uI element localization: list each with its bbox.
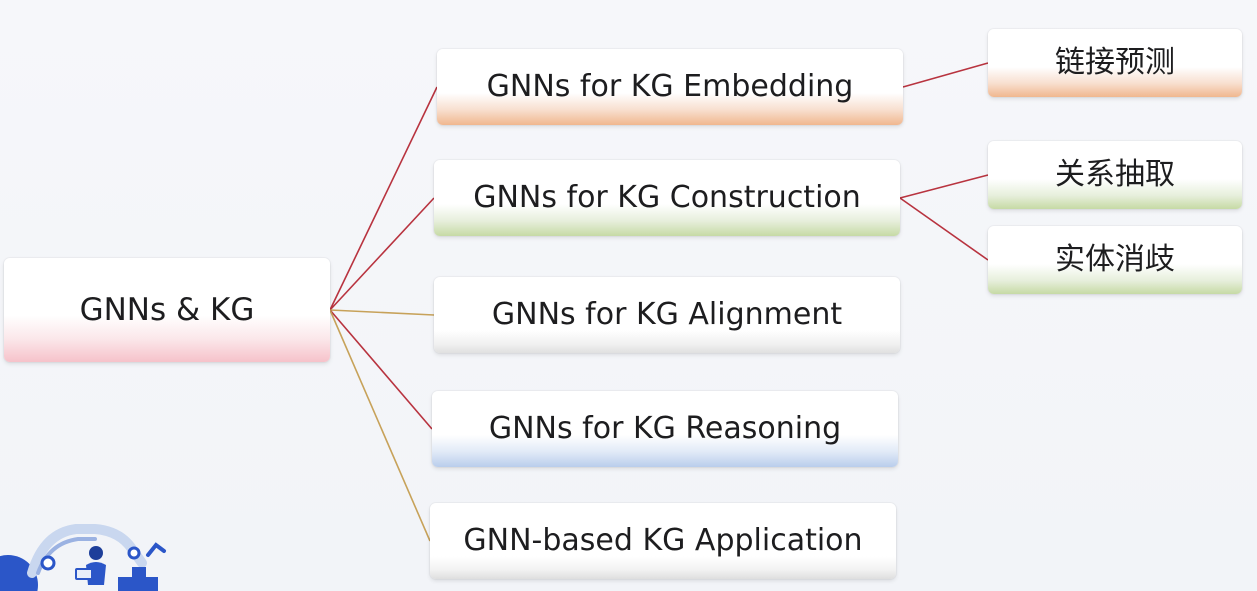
logo-base-neck xyxy=(132,567,146,577)
leaf-node-entity-resolution-label: 实体消歧 xyxy=(1055,242,1175,277)
leaf-node-relation-extraction-label: 关系抽取 xyxy=(1055,157,1175,192)
connector-embedding-link-prediction xyxy=(902,62,989,88)
branch-node-alignment-label: GNNs for KG Alignment xyxy=(491,297,843,332)
connector-root-embedding xyxy=(329,86,438,311)
leaf-node-relation-extraction: 关系抽取 xyxy=(988,141,1242,209)
branch-node-embedding-label: GNNs for KG Embedding xyxy=(486,69,854,104)
logo-gripper xyxy=(146,542,166,557)
logo-joint-2 xyxy=(127,546,141,560)
connector-construction-relation-extraction xyxy=(899,174,989,199)
root-node: GNNs & KG xyxy=(4,258,330,362)
connector-root-reasoning xyxy=(329,309,433,430)
logo-laptop xyxy=(75,568,93,580)
branch-node-application: GNN-based KG Application xyxy=(430,503,896,579)
branch-node-construction-label: GNNs for KG Construction xyxy=(473,180,861,215)
connector-root-application xyxy=(329,309,431,542)
logo-arm-track-inner xyxy=(36,537,97,575)
leaf-node-entity-resolution: 实体消歧 xyxy=(988,226,1242,294)
connector-root-alignment xyxy=(329,309,435,316)
logo-arm-track xyxy=(27,524,147,578)
robot-arm-logo-icon xyxy=(0,524,166,591)
leaf-node-link-prediction: 链接预测 xyxy=(988,29,1242,97)
branch-node-reasoning-label: GNNs for KG Reasoning xyxy=(488,411,842,446)
branch-node-embedding: GNNs for KG Embedding xyxy=(437,49,903,125)
logo-blue-disc xyxy=(0,555,38,591)
branch-node-alignment: GNNs for KG Alignment xyxy=(434,277,900,353)
connector-root-construction xyxy=(329,197,435,311)
branch-node-construction: GNNs for KG Construction xyxy=(434,160,900,236)
root-node-label: GNNs & KG xyxy=(79,291,255,328)
connector-construction-entity-resolution xyxy=(899,197,989,261)
branch-node-reasoning: GNNs for KG Reasoning xyxy=(432,391,898,467)
logo-base-block xyxy=(118,577,158,591)
leaf-node-link-prediction-label: 链接预测 xyxy=(1055,45,1175,80)
branch-node-application-label: GNN-based KG Application xyxy=(463,523,863,558)
logo-joint-1 xyxy=(40,555,56,571)
logo-person-head xyxy=(89,546,103,560)
